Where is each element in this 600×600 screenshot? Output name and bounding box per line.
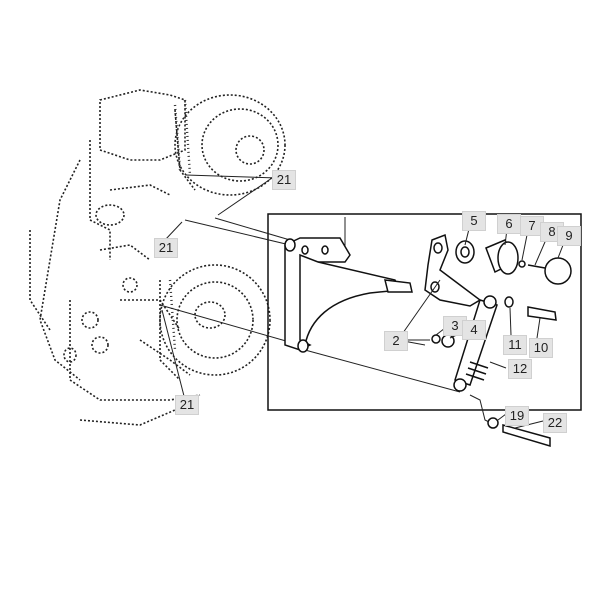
- callout-4[interactable]: 4: [462, 320, 486, 340]
- callout-9[interactable]: 9: [557, 226, 581, 246]
- damper-strut: [453, 295, 498, 392]
- callout-12[interactable]: 12: [508, 359, 532, 379]
- callout-10[interactable]: 10: [529, 338, 553, 358]
- detail-frame: [267, 213, 582, 411]
- engine-block-outline: [29, 89, 286, 426]
- callout-6[interactable]: 6: [497, 214, 521, 234]
- idler-pulley-parts: [455, 239, 572, 285]
- callout-21-top[interactable]: 21: [272, 170, 296, 190]
- callout-21-mid[interactable]: 21: [154, 238, 178, 258]
- callout-2[interactable]: 2: [384, 331, 408, 351]
- callout-11[interactable]: 11: [503, 335, 527, 355]
- pulley-hatching: [168, 99, 192, 351]
- callout-7[interactable]: 7: [520, 216, 544, 236]
- callout-19[interactable]: 19: [505, 406, 529, 426]
- callout-21-bottom[interactable]: 21: [175, 395, 199, 415]
- mounting-bracket: [284, 237, 413, 353]
- callout-5[interactable]: 5: [462, 211, 486, 231]
- callout-22[interactable]: 22: [543, 413, 567, 433]
